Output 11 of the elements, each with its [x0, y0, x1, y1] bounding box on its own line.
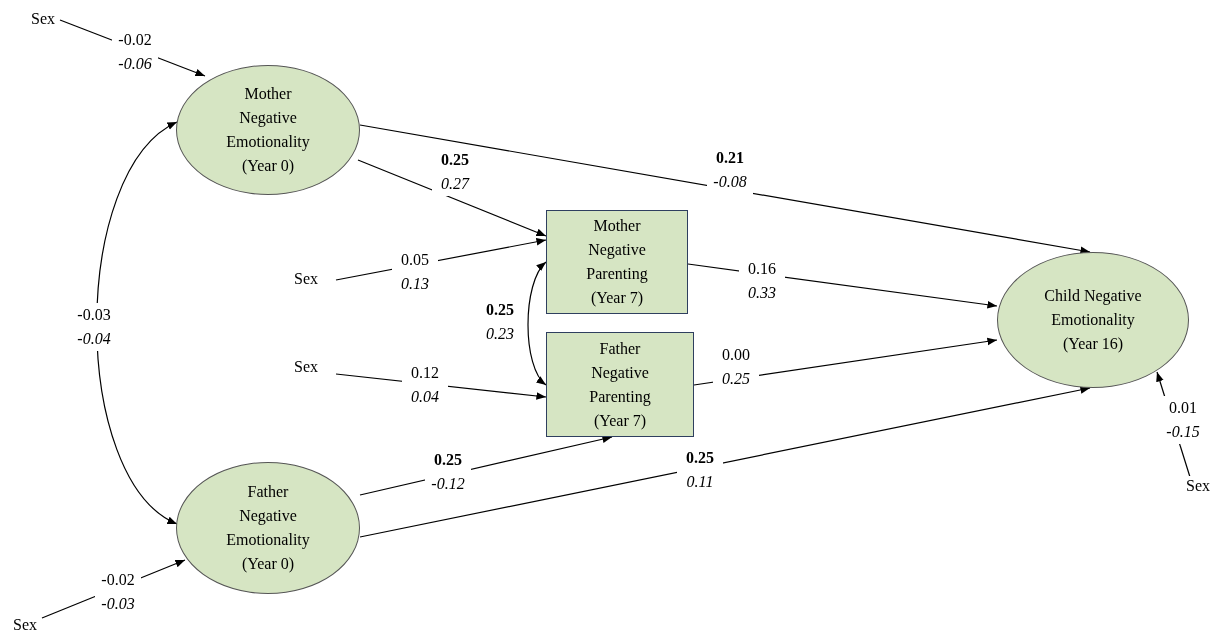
node-label: Mother Negative Emotionality (Year 0): [225, 84, 311, 177]
path-arrow: [357, 159, 547, 237]
node-label: Child Negative Emotionality (Year 16): [1043, 286, 1143, 355]
node-label: Father Negative Parenting (Year 7): [588, 338, 652, 432]
covariance-arrow: [96, 121, 178, 525]
path-arrow: [359, 386, 1091, 538]
rectangle-node: [546, 210, 688, 314]
rectangle-node: [546, 332, 694, 437]
node-label: Father Negative Emotionality (Year 0): [225, 482, 311, 575]
node-label: Mother Negative Parenting (Year 7): [585, 216, 649, 309]
covariance-arrow: [527, 261, 547, 386]
